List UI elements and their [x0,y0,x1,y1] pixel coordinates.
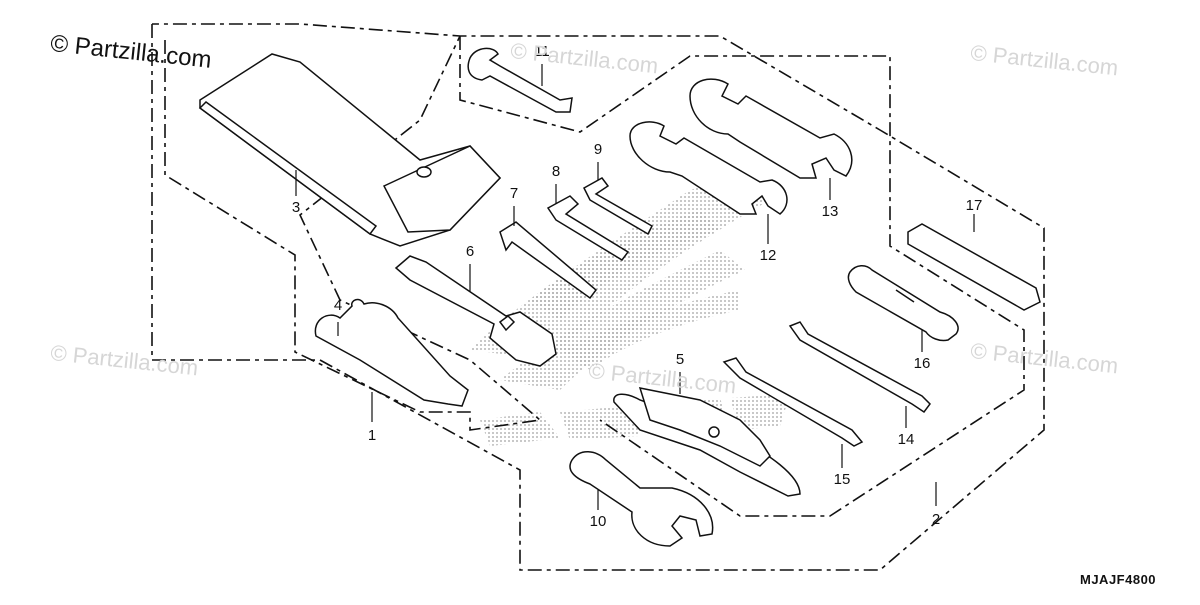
wrench-group-boundary [459,36,1025,517]
leader-lines [295,64,975,510]
callout-14: 14 [898,431,915,448]
screwdriver-shaft-15-icon [722,357,864,447]
small-wrench-icon [467,47,573,113]
tool-bag-icon [198,53,502,247]
hex-key-8-icon [546,195,630,261]
callout-7: 7 [510,185,518,202]
callout-6: 6 [466,243,474,260]
callout-2: 2 [932,511,940,528]
callout-15: 15 [834,471,851,488]
callout-12: 12 [760,247,777,264]
callout-5: 5 [676,351,684,368]
callout-8: 8 [552,163,560,180]
callout-16: 16 [914,355,931,372]
hook-wrench-icon [314,298,469,407]
screwdriver-handle-icon [847,265,959,342]
callout-13: 13 [822,203,839,220]
double-wrench-small-icon [629,121,788,215]
callout-numbers: 1 2 3 4 5 6 7 8 9 10 11 12 13 14 15 16 1… [292,43,983,530]
callout-17: 17 [966,197,983,214]
callout-11: 11 [534,43,550,60]
hex-key-7-icon [499,221,598,300]
callout-4: 4 [334,297,342,314]
hex-key-9-icon [583,177,653,236]
grip-rubber-icon [907,223,1041,311]
pin-spanner-icon [569,451,714,547]
callout-1: 1 [368,427,376,444]
diagram-code: MJAJF4800 [1080,572,1157,587]
double-wrench-large-icon [689,78,853,179]
callout-9: 9 [594,141,602,158]
honda-wing-logo [470,175,790,446]
pliers-icon [613,387,801,497]
screwdriver-shaft-14-icon [788,321,931,414]
tool-bag-group-boundary [164,35,542,431]
callout-10: 10 [590,513,607,530]
spark-plug-wrench-icon [394,255,557,367]
callout-3: 3 [292,199,300,216]
